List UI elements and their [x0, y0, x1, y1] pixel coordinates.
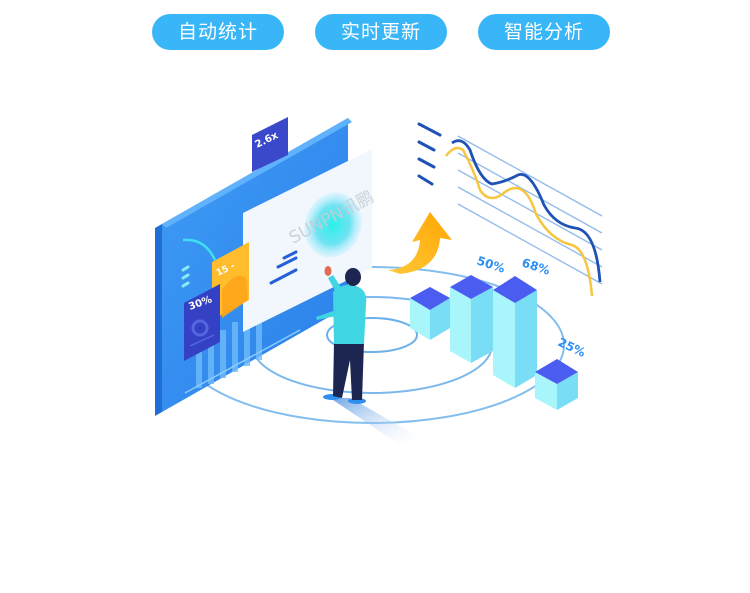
person-shadow [330, 398, 425, 445]
screen-bars [196, 312, 262, 388]
person-head [345, 268, 361, 286]
tag-smart-analysis[interactable]: 智能分析 [478, 14, 610, 50]
growth-arrow-icon [388, 212, 452, 274]
trend-line-blue [451, 139, 602, 283]
bar-label-25: 25% [556, 335, 588, 360]
bar-1 [410, 287, 450, 340]
trend-line-yellow [445, 146, 594, 297]
bar-2 [450, 275, 493, 363]
trend-grid [457, 135, 603, 285]
screen-arc [182, 238, 217, 261]
bar-4 [535, 359, 578, 410]
multiplier-card [252, 117, 288, 172]
tag-realtime-update[interactable]: 实时更新 [315, 14, 447, 50]
bar-label-50: 50% [475, 254, 507, 276]
legend-dashes [417, 122, 442, 186]
person-legs [333, 342, 364, 400]
monitor-edge [155, 224, 162, 416]
feature-tag-row: 自动统计 实时更新 智能分析 [0, 14, 750, 50]
person-torso [333, 284, 367, 344]
tag-auto-statistics[interactable]: 自动统计 [152, 14, 284, 50]
panel-lines [269, 250, 298, 285]
bar-label-68: 68% [520, 256, 552, 278]
touch-glow [304, 192, 362, 258]
menu-icon [181, 265, 190, 288]
bar-3 [493, 276, 537, 388]
